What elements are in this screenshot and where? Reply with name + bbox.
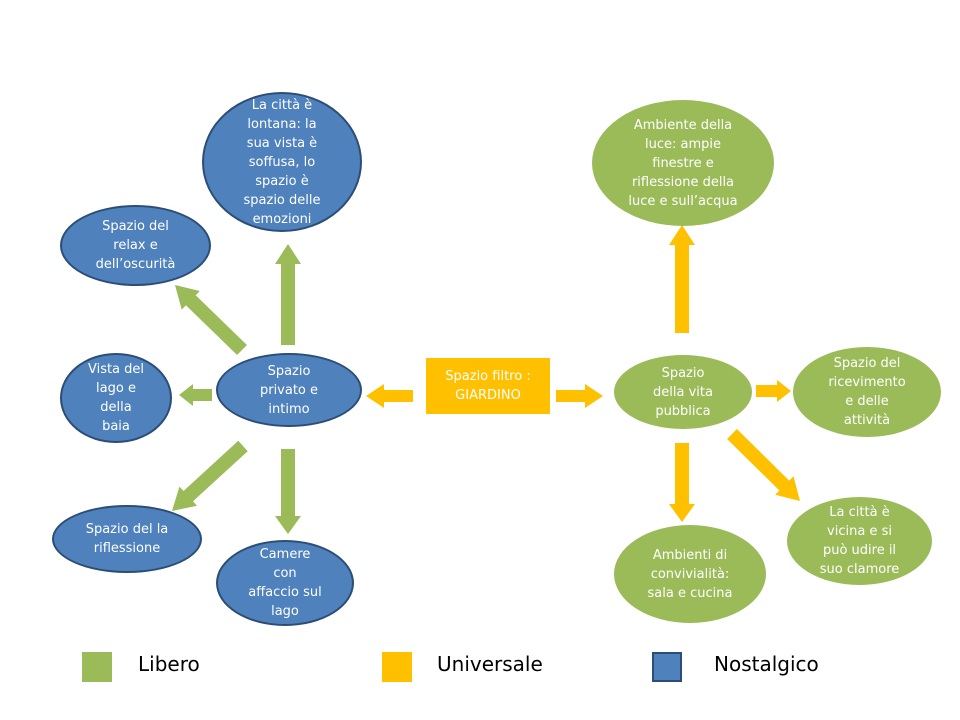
arrow-private-to-rooms [275, 449, 301, 534]
lake-rooms-node: Camere con affaccio sul lago [216, 540, 354, 626]
legend-label-universale: Universale [437, 652, 543, 676]
arrow-public-to-nearby-city [727, 429, 800, 501]
light-environment-node: Ambiente della luce: ampie finestre e ri… [592, 100, 774, 226]
public-space-node: Spazio della vita pubblica [614, 355, 752, 429]
arrow-garden-to-public [556, 384, 603, 408]
legend-label-libero: Libero [138, 652, 200, 676]
arrow-public-to-conviviality [669, 443, 695, 522]
private-space-node: Spazio privato e intimo [216, 353, 362, 427]
distant-city-node: La città è lontana: la sua vista è soffu… [202, 92, 362, 232]
garden-filter-node: Spazio filtro : GIARDINO [426, 358, 550, 414]
arrow-public-to-light [669, 225, 695, 333]
arrow-public-to-reception [756, 380, 791, 402]
legend-swatch-libero [82, 652, 112, 682]
legend-swatch-nostalgico [652, 652, 682, 682]
arrow-private-to-relax [175, 285, 247, 355]
conviviality-node: Ambienti di convivialità: sala e cucina [614, 525, 766, 623]
reflection-space-node: Spazio del la riflessione [52, 505, 202, 573]
arrow-private-to-lake-view [179, 384, 212, 406]
relax-space-node: Spazio del relax e dell’oscurità [60, 205, 211, 286]
nearby-city-node: La città è vicina e si può udire il suo … [787, 497, 932, 585]
arrow-private-to-distant-city [275, 244, 301, 345]
lake-view-node: Vista del lago e della baia [60, 353, 172, 443]
legend-swatch-universale [382, 652, 412, 682]
legend-label-nostalgico: Nostalgico [714, 652, 819, 676]
arrow-private-to-reflection [172, 440, 248, 511]
arrow-garden-to-private [366, 384, 413, 408]
reception-space-node: Spazio del ricevimento e delle attività [793, 347, 941, 437]
